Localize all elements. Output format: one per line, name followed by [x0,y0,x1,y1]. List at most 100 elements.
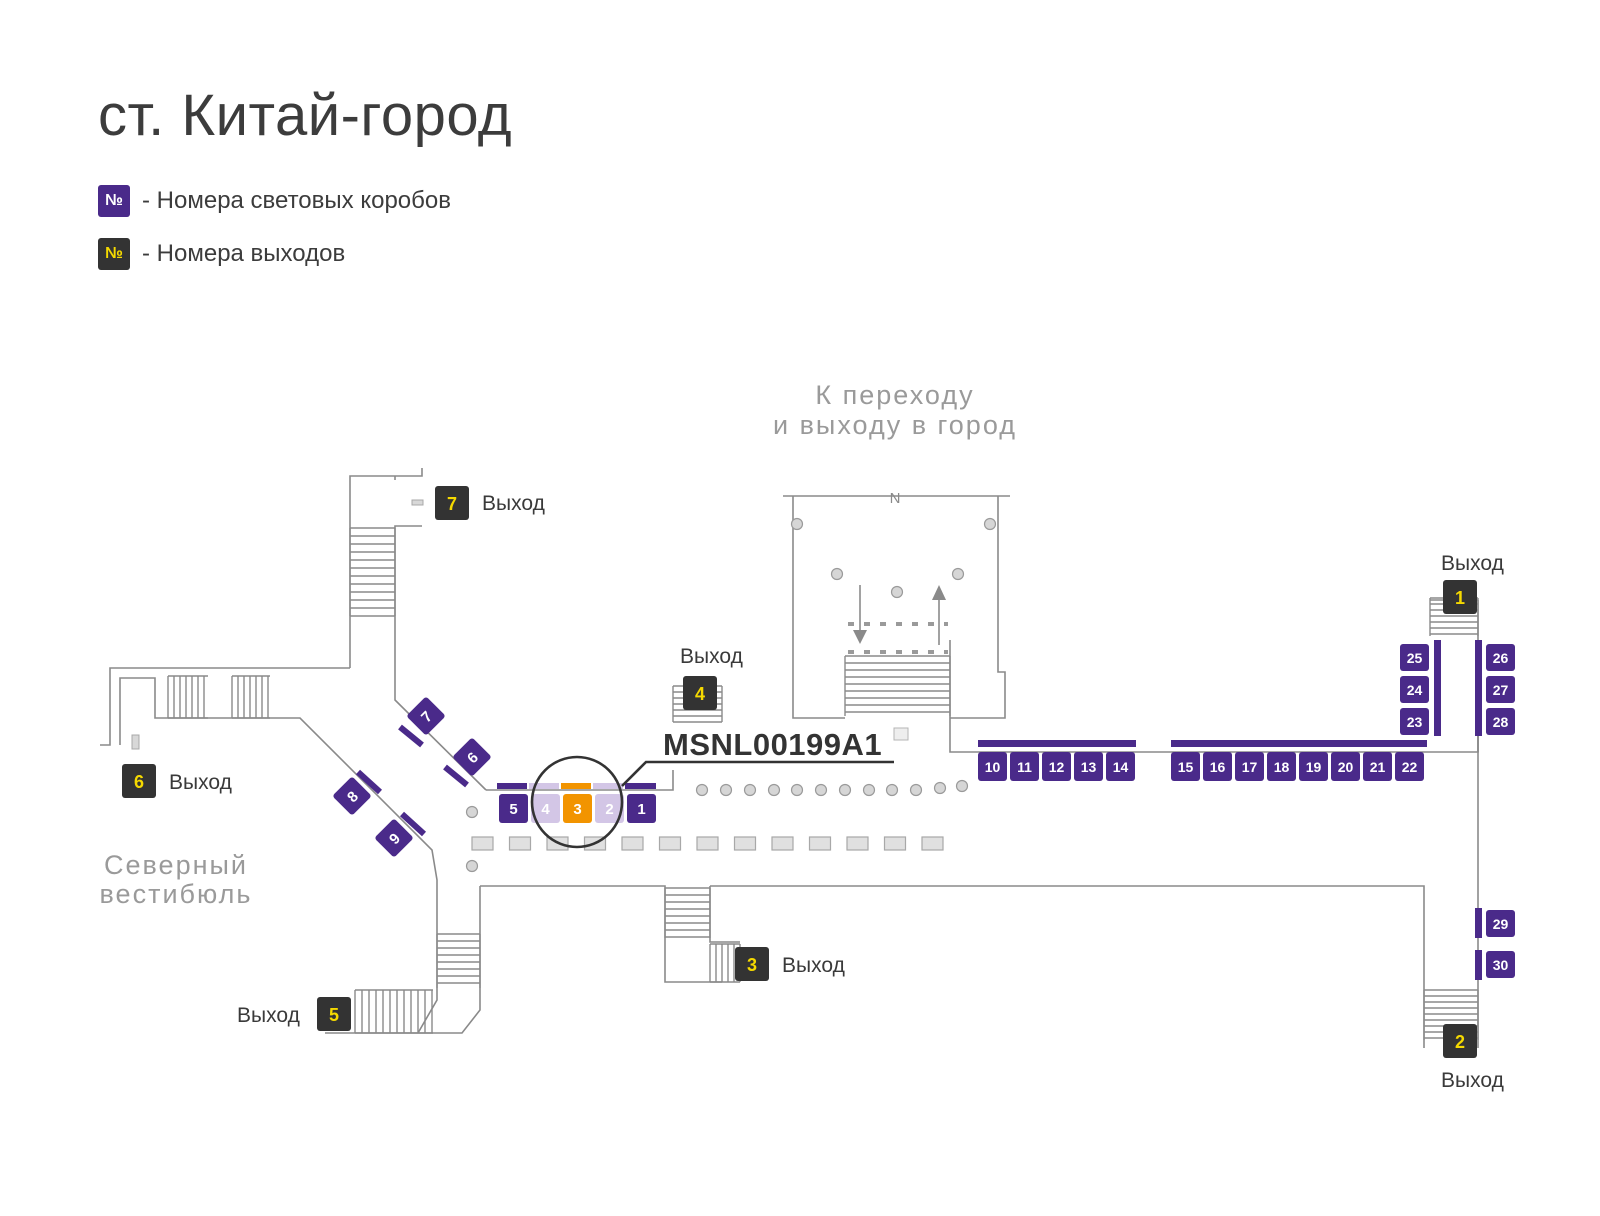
svg-text:11: 11 [1017,759,1032,775]
column [695,783,709,797]
lightbox-2[interactable]: 2 [595,794,624,823]
page-title: ст. Китай-город [98,83,513,148]
lightbox-1[interactable]: 1 [627,794,656,823]
transfer-label-line2: и выходу в город [773,410,1017,440]
lightbox-21[interactable]: 21 [1363,752,1392,781]
column [838,783,852,797]
lightbox-16[interactable]: 16 [1203,752,1232,781]
svg-text:26: 26 [1493,650,1509,666]
stairs-north-b [231,675,270,719]
svg-text:16: 16 [1210,759,1226,775]
exits: 7 Выход 6 Выход Выход 4 Выход 1 3 Выход [122,486,1504,1092]
lightbox-19[interactable]: 19 [1299,752,1328,781]
svg-text:5: 5 [509,801,517,818]
lightbox-29[interactable]: 29 [1486,910,1515,937]
transfer-label-line1: К переходу [815,380,974,410]
bench [508,836,532,851]
exit-5[interactable]: Выход 5 [237,997,351,1031]
bench [846,836,869,851]
lightbox-23[interactable]: 23 [1400,708,1429,735]
svg-text:23: 23 [1407,714,1423,730]
highlight-circle [530,755,624,849]
lightbox-28[interactable]: 28 [1486,708,1515,735]
bench [733,836,757,851]
exit-3[interactable]: 3 Выход [735,947,845,981]
column [890,585,904,599]
svg-text:2: 2 [605,801,613,818]
bench [771,836,794,851]
column [933,781,947,795]
legend-lightbox: № - Номера световых коробов [98,185,451,217]
lightbox-27[interactable]: 27 [1486,676,1515,703]
lightbox-25[interactable]: 25 [1400,644,1429,671]
lightbox-15[interactable]: 15 [1171,752,1200,781]
column [983,517,997,531]
lightbox-10[interactable]: 10 [978,752,1007,781]
svg-text:28: 28 [1493,714,1509,730]
lightbox-17[interactable]: 17 [1235,752,1264,781]
escalator-arrows [131,499,948,750]
exit-2[interactable]: 2 Выход [1441,1024,1504,1092]
svg-text:20: 20 [1338,759,1354,775]
svg-text:30: 30 [1493,957,1509,973]
stairs-exit-5 [354,989,433,1034]
svg-text:1: 1 [1455,588,1465,608]
column [885,783,899,797]
column [830,567,844,581]
svg-text:14: 14 [1113,759,1129,775]
columns [465,517,997,873]
legend-lightbox-badge: № [98,185,130,217]
exit-6[interactable]: 6 Выход [122,764,232,798]
lightbox-8[interactable]: 8 [332,776,372,816]
north-vestibule-line1: Северный [104,850,248,880]
lightbox-4[interactable]: 4 [531,794,560,823]
bench [808,836,832,851]
svg-text:2: 2 [1455,1032,1465,1052]
column [909,783,923,797]
bench [471,836,494,851]
lightbox-18[interactable]: 18 [1267,752,1296,781]
svg-text:3: 3 [573,801,581,818]
bench [658,836,682,851]
exit-1[interactable]: Выход 1 [1441,552,1504,614]
lightbox-22[interactable]: 22 [1395,752,1424,781]
lightbox-12[interactable]: 12 [1042,752,1071,781]
compass-north-label: N [890,490,901,507]
legend-exit-text: - Номера выходов [142,240,346,267]
svg-text:4: 4 [695,684,705,704]
column [951,567,965,581]
lightbox-6[interactable]: 6 [452,737,494,779]
svg-text:10: 10 [985,759,1001,775]
svg-text:15: 15 [1178,759,1194,775]
svg-text:Выход: Выход [1441,1069,1504,1092]
lightbox-14[interactable]: 14 [1106,752,1135,781]
lightbox-7[interactable]: 7 [406,696,446,736]
lightbox-11[interactable]: 11 [1010,752,1039,781]
column [955,779,969,793]
bench [696,836,719,851]
lightbox-strips [497,640,1482,980]
lightbox-24[interactable]: 24 [1400,676,1429,703]
lightbox-3[interactable]: 3 [563,794,592,823]
lightbox-badges: 1 2 3 4 5 6 7 8 9 10 11 12 13 14 15 16 1… [332,644,1515,978]
benches [471,836,944,851]
svg-text:3: 3 [747,955,757,975]
lightbox-9[interactable]: 9 [374,818,414,858]
svg-text:22: 22 [1402,759,1418,775]
lightbox-5[interactable]: 5 [499,794,528,823]
column [465,805,479,819]
exit-4[interactable]: Выход 4 [680,645,743,710]
column [465,859,479,873]
stairs-exit-3 [664,887,711,938]
lightbox-20[interactable]: 20 [1331,752,1360,781]
exit-7[interactable]: 7 Выход [435,486,545,520]
escalators [844,655,951,716]
svg-text:Выход: Выход [782,954,845,977]
lightbox-30[interactable]: 30 [1486,951,1515,978]
svg-text:18: 18 [1274,759,1290,775]
column [862,783,876,797]
column [814,783,828,797]
lightbox-26[interactable]: 26 [1486,644,1515,671]
lightbox-13[interactable]: 13 [1074,752,1103,781]
stair-groups [167,527,1479,1040]
